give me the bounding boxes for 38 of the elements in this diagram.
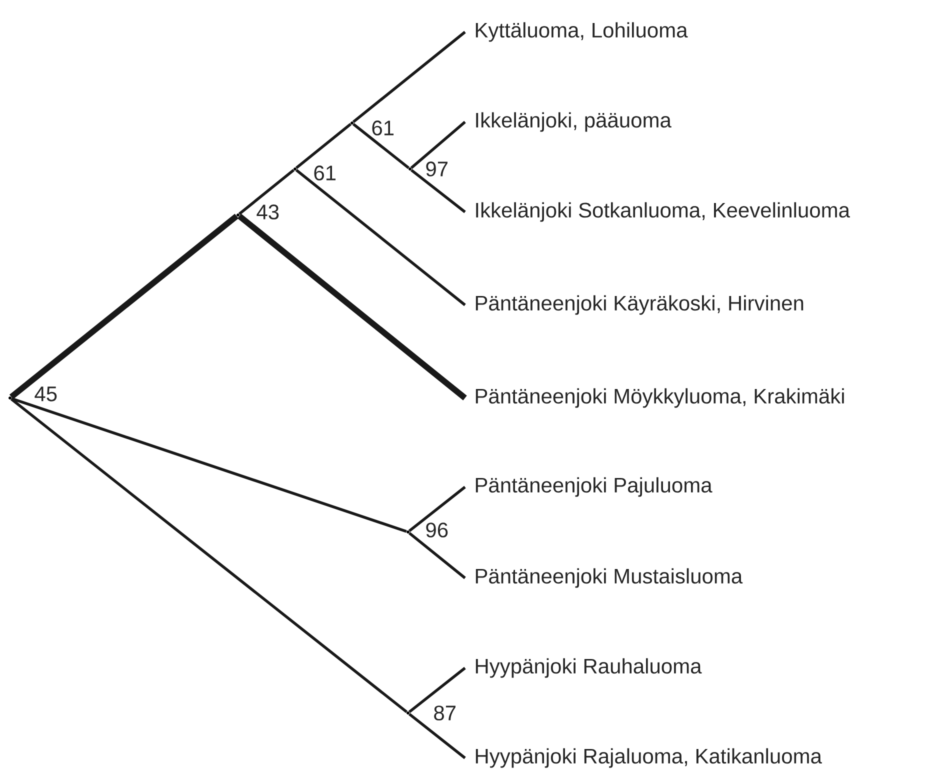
branch-line <box>408 712 466 760</box>
branch-line <box>295 168 466 306</box>
branch-junction <box>408 168 412 170</box>
branch-line <box>9 214 239 400</box>
branch-junction <box>406 712 410 714</box>
support-value: 96 <box>426 522 448 538</box>
leaf-label: Päntäneenjoki Pajuluoma <box>476 477 712 497</box>
support-value: 45 <box>34 386 57 402</box>
branch-line <box>295 122 352 170</box>
support-value: 87 <box>434 706 456 720</box>
branch-junction <box>350 122 354 124</box>
branch-junction <box>8 396 12 400</box>
leaf-label: Ikkelänjoki, pääuoma <box>476 112 672 132</box>
branch-line <box>410 120 466 169</box>
support-value: 61 <box>372 120 394 136</box>
branch-line <box>352 30 466 124</box>
leaf-label: Hyypänjoki Rajaluoma, Katikanluoma <box>476 748 822 768</box>
leaf-label: Päntäneenjoki Käyräkoski, Hirvinen <box>476 295 804 315</box>
leaf-label: Kyttäluoma, Lohiluoma <box>476 22 688 42</box>
leaf-label: Päntäneenjoki Mustaisluoma <box>476 568 743 588</box>
support-value: 97 <box>426 162 448 176</box>
support-value: 43 <box>256 204 279 220</box>
branch-line <box>11 397 407 533</box>
branch-line <box>10 398 408 714</box>
branch-line <box>408 666 466 714</box>
branch-line <box>410 168 466 214</box>
support-value: 61 <box>314 166 336 180</box>
branch-junction <box>236 214 240 216</box>
leaf-label: Hyypänjoki Rauhaluoma <box>476 658 702 678</box>
branch-junction <box>294 168 296 170</box>
leaf-label: Ikkelänjoki Sotkanluoma, Keevelinluoma <box>476 202 850 222</box>
branch-line <box>352 122 410 170</box>
branch-line <box>238 168 295 216</box>
branch-line <box>408 532 466 580</box>
branch-line <box>408 486 466 532</box>
branch-junction <box>406 530 410 534</box>
leaf-label: Päntäneenjoki Möykkyluoma, Krakimäki <box>476 388 844 408</box>
branch-line <box>237 214 467 400</box>
